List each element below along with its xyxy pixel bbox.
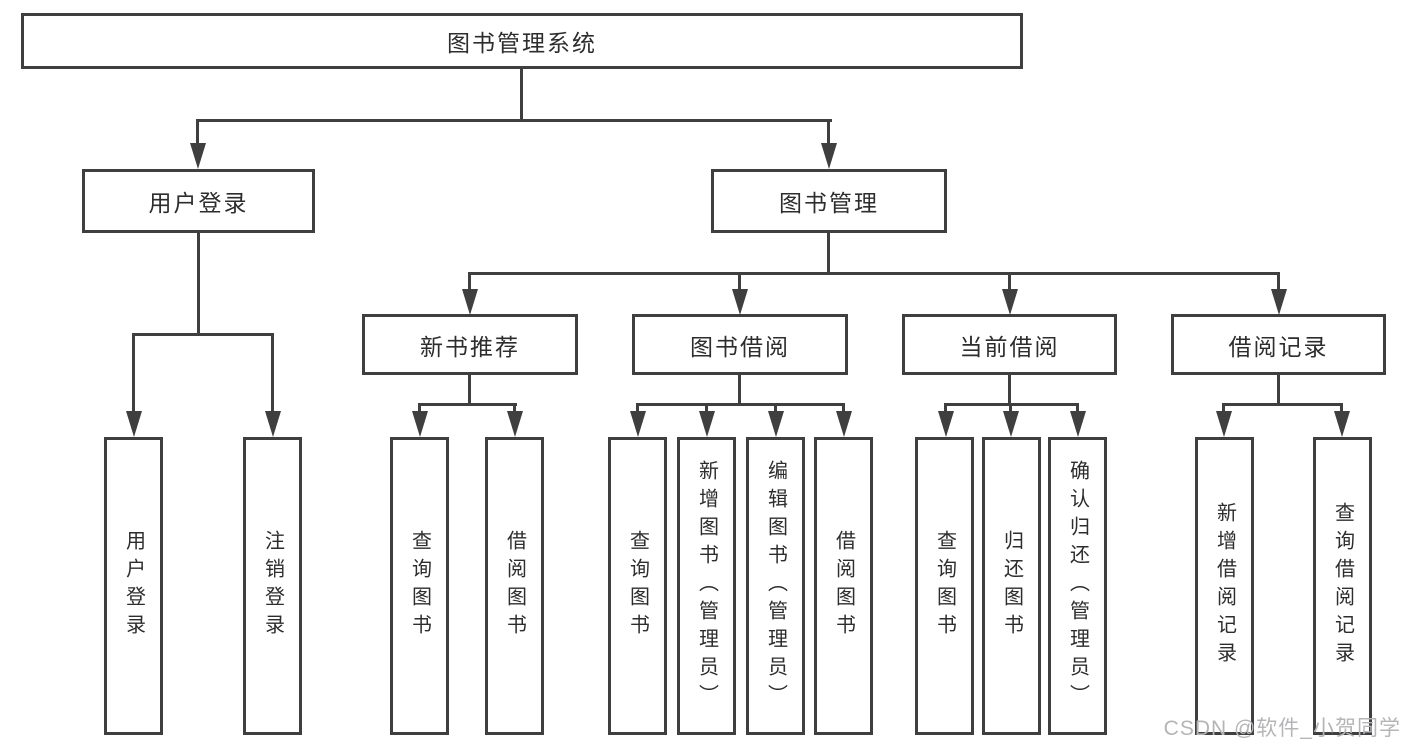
leaf-edit-book-admin: 编辑图书（管理员） [746,437,805,735]
arrow-down-icon [630,411,646,437]
leaf-query-books-1: 查询图书 [390,437,449,735]
node-borrow-records: 借阅记录 [1171,314,1386,375]
connector-line [944,403,947,413]
connector-line [468,272,471,290]
connector-line [132,333,135,413]
arrow-down-icon [732,289,748,315]
connector-line [1076,403,1079,413]
connector-line [636,403,845,406]
connector-line [1222,403,1225,413]
leaf-query-books-3: 查询图书 [915,437,974,735]
connector-line [738,272,741,290]
arrow-down-icon [1216,411,1232,437]
connector-line [738,374,741,406]
arrow-down-icon [190,143,206,169]
connector-line [1222,403,1343,406]
leaf-user-login: 用户登录 [104,437,163,735]
connector-line [827,119,830,145]
arrow-down-icon [836,411,852,437]
arrow-down-icon [507,411,523,437]
arrow-down-icon [1070,411,1086,437]
connector-line [774,403,777,413]
leaf-logout: 注销登录 [243,437,302,735]
arrow-down-icon [938,411,954,437]
connector-line [468,272,1280,275]
connector-line [132,333,274,336]
connector-line [468,374,471,406]
arrow-down-icon [1334,411,1350,437]
connector-line [418,403,517,406]
connector-line [1009,403,1012,413]
arrow-down-icon [699,411,715,437]
connector-line [196,119,199,145]
connector-line [513,403,516,413]
connector-line [1340,403,1343,413]
arrow-down-icon [265,411,281,437]
connector-line [705,403,708,413]
connector-line [197,232,200,335]
connector-line [271,333,274,413]
connector-line [636,403,639,413]
arrow-down-icon [1271,289,1287,315]
connector-line [1008,374,1011,406]
leaf-add-book-admin: 新增图书（管理员） [677,437,736,735]
leaf-query-books-2: 查询图书 [608,437,667,735]
connector-line [1008,272,1011,290]
connector-line [418,403,421,413]
leaf-borrow-books-1: 借阅图书 [485,437,544,735]
leaf-query-borrow-record: 查询借阅记录 [1313,437,1372,735]
node-root-system: 图书管理系统 [21,13,1023,69]
connector-line [196,119,832,122]
leaf-confirm-return-admin: 确认归还（管理员） [1048,437,1107,735]
arrow-down-icon [821,143,837,169]
leaf-return-book: 归还图书 [982,437,1041,735]
node-book-management: 图书管理 [711,169,947,233]
node-book-borrow: 图书借阅 [632,314,848,375]
node-user-login: 用户登录 [82,169,315,233]
connector-line [1277,272,1280,290]
connector-line [1277,374,1280,406]
arrow-down-icon [1003,411,1019,437]
leaf-add-borrow-record: 新增借阅记录 [1195,437,1254,735]
arrow-down-icon [768,411,784,437]
connector-line [827,232,830,274]
csdn-watermark: CSDN @软件_小贺同学 [1163,717,1401,740]
leaf-borrow-books-2: 借阅图书 [814,437,873,735]
arrow-down-icon [126,411,142,437]
node-new-book-recommend: 新书推荐 [362,314,578,375]
connector-line [842,403,845,413]
arrow-down-icon [462,289,478,315]
arrow-down-icon [412,411,428,437]
connector-line [520,68,523,121]
node-current-borrow: 当前借阅 [902,314,1117,375]
arrow-down-icon [1002,289,1018,315]
